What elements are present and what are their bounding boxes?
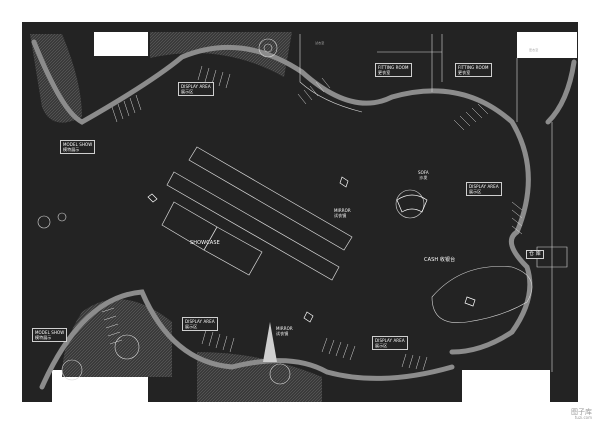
label-mirror-bottom: MIRROR 试衣镜	[276, 326, 293, 336]
display-racks	[101, 65, 523, 371]
label-tiny-top-mid: 试衣室	[315, 41, 325, 45]
label-en: DISPLAY AREA	[181, 84, 211, 89]
label-display-area-top: DISPLAY AREA 展示区	[178, 82, 214, 96]
label-en: DISPLAY AREA	[375, 338, 405, 343]
label-tiny-top-right: 更衣室	[529, 48, 539, 52]
label-cn: 沙发	[419, 175, 428, 180]
label-cn: 更衣室	[378, 70, 391, 75]
label-en: MIRROR	[334, 208, 351, 213]
floor-plan-drawing	[30, 32, 577, 402]
label-en: MODEL SHOW	[63, 142, 93, 147]
watermark-text: 图子库	[571, 408, 592, 416]
mirror-wedge	[263, 322, 277, 362]
label-cn: 试衣镜	[334, 213, 347, 218]
label-en: SOFA	[418, 170, 429, 175]
label-fitting-room-2: FITTING ROOM 更衣室	[455, 63, 492, 77]
planter-areas	[30, 32, 322, 402]
label-cn: 模特展示	[63, 147, 80, 152]
label-display-area-bottom-left: DISPLAY AREA 展示区	[182, 317, 218, 331]
room-outlines	[299, 34, 568, 372]
label-mirror-center: MIRROR 试衣镜	[334, 208, 351, 218]
label-display-area-right: DISPLAY AREA 展示区	[466, 182, 502, 196]
label-en: FITTING ROOM	[458, 65, 489, 70]
label-showcase: SHOWCASE	[190, 240, 220, 246]
label-cn: 试衣镜	[276, 331, 289, 336]
watermark: 图子库 tuzi.com	[571, 409, 592, 420]
label-model-show-top: MODEL SHOW 模特展示	[60, 140, 96, 154]
label-cn: 更衣室	[458, 70, 471, 75]
label-cn: 展示区	[375, 343, 388, 348]
label-storage: 仓 库	[526, 250, 544, 259]
watermark-sub: tuzi.com	[574, 415, 592, 420]
label-en: MODEL SHOW	[35, 330, 65, 335]
furniture	[147, 176, 476, 323]
label-cn: 展示区	[181, 89, 194, 94]
label-sofa: SOFA 沙发	[418, 170, 429, 180]
label-fitting-room-1: FITTING ROOM 更衣室	[375, 63, 412, 77]
plant-symbols	[37, 38, 425, 385]
label-en: DISPLAY AREA	[469, 184, 499, 189]
label-en: MIRROR	[276, 326, 293, 331]
floor-plan: DISPLAY AREA 展示区 FITTING ROOM 更衣室 FITTIN…	[22, 22, 578, 402]
label-cn: 模特展示	[35, 335, 52, 340]
label-model-show-bottom: MODEL SHOW 模特展示	[32, 328, 68, 342]
label-en: DISPLAY AREA	[185, 319, 215, 324]
label-display-area-bottom-right: DISPLAY AREA 展示区	[372, 336, 408, 350]
gallery-walls	[31, 39, 577, 390]
label-cn: 展示区	[469, 189, 482, 194]
showcase-tables	[161, 146, 353, 281]
label-cash: CASH 收银台	[424, 257, 456, 263]
label-en: FITTING ROOM	[378, 65, 409, 70]
label-cn: 展示区	[185, 324, 198, 329]
